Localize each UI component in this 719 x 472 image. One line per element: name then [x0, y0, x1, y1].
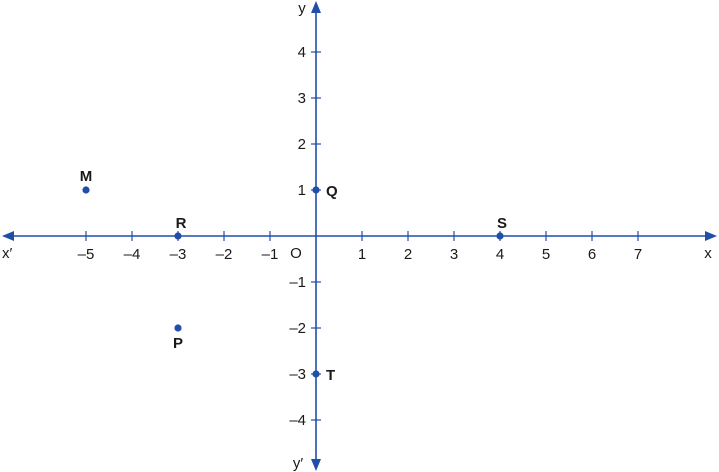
- point-label-q: Q: [326, 183, 338, 200]
- points: M Q R S P T: [80, 168, 507, 384]
- x-tick-label: 5: [542, 246, 550, 263]
- y-tick-label: 2: [298, 136, 306, 153]
- x-axis-negative-label: x′: [2, 245, 13, 262]
- x-tick-label: –2: [216, 246, 233, 263]
- point-label-m: M: [80, 168, 93, 185]
- origin-label: O: [290, 245, 302, 262]
- x-tick-label: 3: [450, 246, 458, 263]
- y-axis-negative-label: y′: [293, 455, 304, 472]
- tick-labels: –5 –4 –3 –2 –1 1 2 3 4 5 6 7 4 3 2 1 –1 –2 –3 –4: [78, 44, 643, 429]
- y-tick-label: –1: [289, 274, 306, 291]
- y-axis-label: y: [298, 0, 306, 17]
- x-tick-label: 6: [588, 246, 596, 263]
- x-tick-label: 1: [358, 246, 366, 263]
- point-p: [174, 324, 182, 332]
- y-tick-label: –2: [289, 320, 306, 337]
- point-t: [312, 370, 320, 378]
- y-tick-label: 4: [298, 44, 306, 61]
- x-axis-label: x: [704, 245, 712, 262]
- y-tick-label: 1: [298, 182, 306, 199]
- point-label-t: T: [326, 367, 335, 384]
- point-label-r: R: [176, 215, 187, 232]
- point-s: [496, 232, 504, 240]
- x-tick-label: 7: [634, 246, 642, 263]
- y-tick-label: 3: [298, 90, 306, 107]
- x-tick-label: 2: [404, 246, 412, 263]
- y-axis-arrow-down-icon: [311, 459, 321, 471]
- point-q: [312, 186, 320, 194]
- point-label-s: S: [497, 215, 507, 232]
- x-tick-label: 4: [496, 246, 504, 263]
- x-axis-arrow-right-icon: [705, 231, 717, 241]
- point-m: [82, 186, 90, 194]
- x-tick-label: –3: [170, 246, 187, 263]
- point-label-p: P: [173, 335, 183, 352]
- x-tick-label: –1: [262, 246, 279, 263]
- y-tick-label: –3: [289, 366, 306, 383]
- y-tick-label: –4: [289, 412, 306, 429]
- x-tick-label: –4: [124, 246, 141, 263]
- x-tick-label: –5: [78, 246, 95, 263]
- point-r: [174, 232, 182, 240]
- y-axis-arrow-up-icon: [311, 1, 321, 13]
- x-axis-arrow-left-icon: [2, 231, 14, 241]
